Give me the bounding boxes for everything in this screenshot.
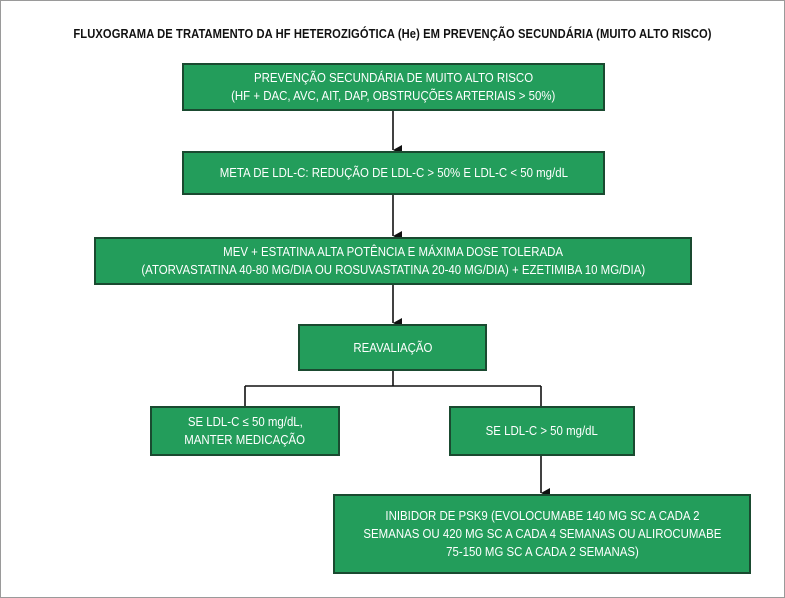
box-pcsk9-line3: 75-150 MG SC A CADA 2 SEMANAS) — [445, 544, 639, 559]
box-reavaliacao-line1: REAVALIAÇÃO — [352, 339, 433, 355]
box-tratamento-line2: (ATORVASTATINA 40-80 MG/DIA OU ROSUVASTA… — [141, 262, 645, 277]
box-manter-line2: MANTER MEDICAÇÃO — [184, 432, 306, 447]
box-prevencao-line2: (HF + DAC, AVC, AIT, DAP, OBSTRUÇÕES ART… — [231, 88, 556, 103]
box-manter-medicacao: SE LDL-C ≤ 50 mg/dL, MANTER MEDICAÇÃO — [150, 406, 340, 456]
box-meta-line1: META DE LDL-C: REDUÇÃO DE LDL-C > 50% E … — [219, 165, 568, 180]
diagram-title: FLUXOGRAMA DE TRATAMENTO DA HF HETEROZIG… — [73, 26, 712, 41]
box-pcsk9-line1: INIBIDOR DE PSK9 (EVOLOCUMABE 140 MG SC … — [384, 508, 700, 523]
box-meta-ldl: META DE LDL-C: REDUÇÃO DE LDL-C > 50% E … — [182, 151, 605, 195]
box-tratamento-line1: MEV + ESTATINA ALTA POTÊNCIA E MÁXIMA DO… — [223, 244, 563, 259]
box-prevencao-line1: PREVENÇÃO SECUNDÁRIA DE MUITO ALTO RISCO — [253, 70, 534, 85]
box-ldl-maior-50: SE LDL-C > 50 mg/dL — [449, 406, 635, 456]
box-maior-line1: SE LDL-C > 50 mg/dL — [485, 423, 599, 438]
box-prevencao-secundaria: PREVENÇÃO SECUNDÁRIA DE MUITO ALTO RISCO… — [182, 63, 605, 111]
box-inibidor-pcsk9: INIBIDOR DE PSK9 (EVOLOCUMABE 140 MG SC … — [333, 494, 751, 574]
box-pcsk9-line2: SEMANAS OU 420 MG SC A CADA 4 SEMANAS OU… — [363, 526, 721, 541]
box-manter-line1: SE LDL-C ≤ 50 mg/dL, — [187, 414, 303, 429]
box-reavaliacao: REAVALIAÇÃO — [298, 324, 487, 371]
box-tratamento-estatina: MEV + ESTATINA ALTA POTÊNCIA E MÁXIMA DO… — [94, 237, 692, 285]
